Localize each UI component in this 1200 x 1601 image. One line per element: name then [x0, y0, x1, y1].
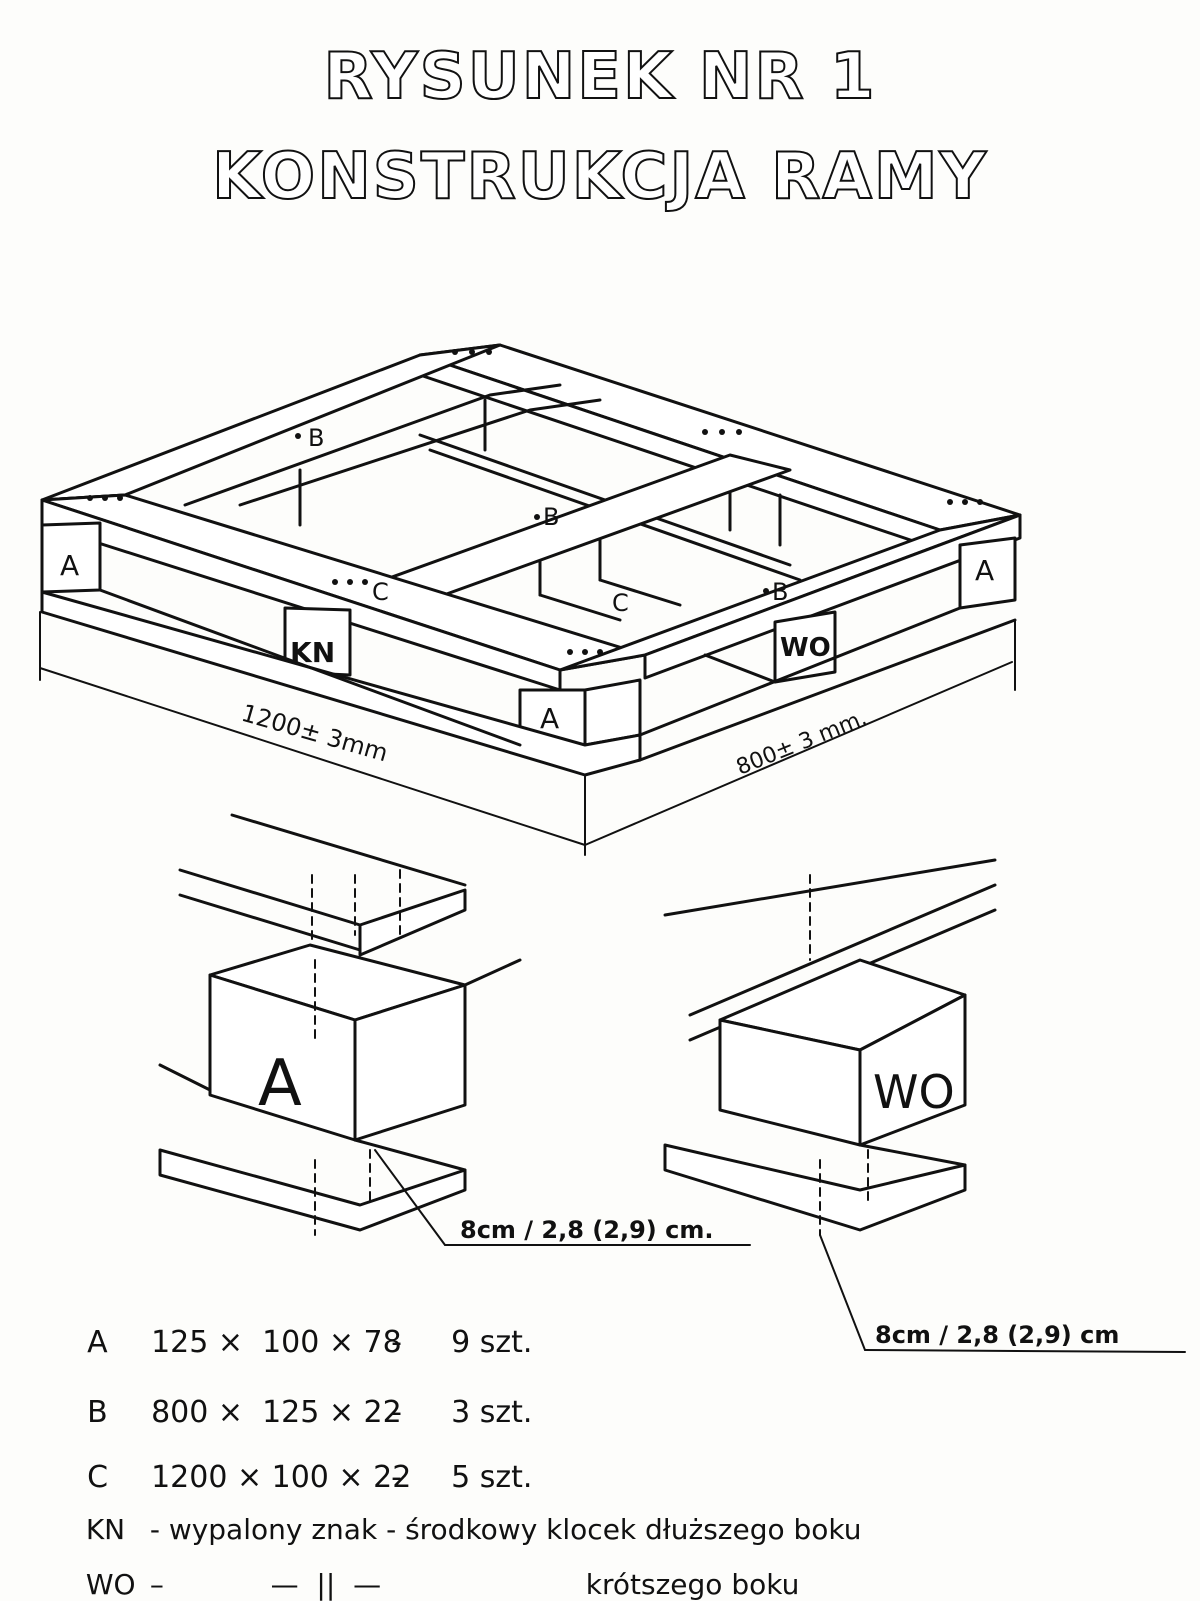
detail-right [663, 858, 1186, 1353]
legend-code: B [87, 1395, 108, 1430]
detail-right-nail-note: 8cm / 2,8 (2,9) cm [875, 1321, 1119, 1349]
block-kn [283, 606, 352, 677]
label-a-front: A [540, 702, 559, 735]
legend-code: C [87, 1460, 109, 1495]
detail-left [158, 813, 751, 1246]
note-row-wo: WO – — || — krótszego boku [68, 1535, 800, 1601]
detail-right-block-label: WO [873, 1065, 955, 1119]
label-kn: KN [290, 636, 335, 669]
board-b-back [418, 343, 1022, 532]
legend-separator: - [391, 1460, 402, 1495]
label-wo: WO [780, 633, 831, 663]
bottom-board-back [703, 653, 777, 684]
board-b-back-side [418, 353, 942, 552]
board-b-front-side [643, 513, 1022, 680]
legend-separator: - [391, 1395, 402, 1430]
legend-qty: 5 szt. [451, 1460, 533, 1495]
board-b-middle [368, 453, 792, 602]
label-a-left: A [60, 549, 79, 582]
nail-dots [87, 349, 983, 655]
label-c-front: C [372, 578, 389, 606]
drawing-title: RYSUNEK NR 1 [323, 39, 877, 115]
bottom-board-right-2 [638, 618, 1017, 762]
dimension-line-length [39, 667, 586, 846]
label-b-top-left: B [308, 424, 324, 452]
label-c-middle: C [612, 589, 629, 617]
label-b-middle: B [543, 503, 559, 531]
inner-board-2 [238, 398, 602, 507]
detail-left-nail-note: 8cm / 2,8 (2,9) cm. [460, 1216, 713, 1244]
inner-board-11 [538, 593, 622, 622]
legend-qty: 3 szt. [451, 1395, 533, 1430]
board-c-left [40, 343, 502, 502]
detail-left-block-label: A [258, 1047, 302, 1121]
legend-row-c: C 1200 × 100 × 22- 5 szt. [68, 1425, 532, 1495]
label-a-right: A [975, 554, 994, 587]
note-row-kn: KN - wypalony znak - środkowy klocek dłuż… [68, 1480, 862, 1546]
note-code: WO [85, 1568, 136, 1601]
pallet-isometric [39, 343, 1022, 856]
note-text: - wypalony znak - środkowy klocek dłuższ… [149, 1513, 862, 1546]
legend-separator: - [391, 1325, 402, 1360]
legend-code: A [87, 1325, 108, 1360]
block-a-right [958, 536, 1017, 610]
note-text: – — || — krótszego boku [149, 1568, 800, 1601]
legend-dims: 1200 × 100 × 22 [151, 1460, 412, 1495]
inner-board-1 [183, 383, 562, 507]
drawing-subtitle: KONSTRUKCJA RAMY [211, 139, 988, 215]
legend-row-a: A 125 × 100 × 78- 9 szt. [68, 1290, 532, 1360]
inner-board-12 [598, 578, 682, 607]
legend-dims: 125 × 100 × 78 [151, 1325, 402, 1360]
bottom-board-front-line [98, 588, 522, 747]
label-b-right: B [772, 578, 788, 606]
legend-qty: 9 szt. [451, 1325, 533, 1360]
note-code: KN [85, 1513, 126, 1546]
bottom-board-right [638, 606, 962, 737]
dimension-line-width [584, 661, 1013, 846]
